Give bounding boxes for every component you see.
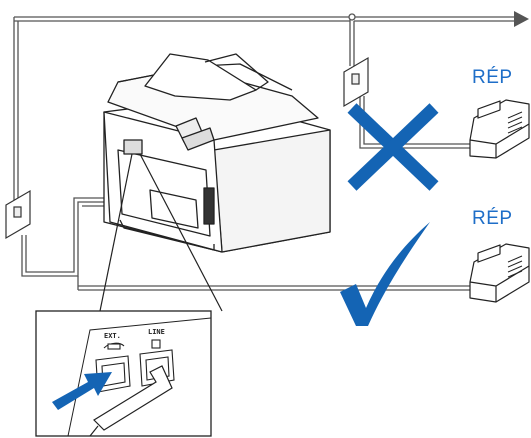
- label-answering-machine-bottom: RÉP: [472, 208, 513, 229]
- check-mark-icon: [340, 222, 430, 326]
- answering-machine-top: [469, 99, 530, 159]
- arrow-right-icon: [52, 372, 112, 410]
- answering-machine-bottom: [469, 243, 530, 303]
- wall-socket-top: [343, 56, 369, 108]
- port-detail-inset: EXT. LINE: [35, 310, 212, 437]
- fax-machine: [103, 53, 331, 253]
- junction-dot: [348, 13, 356, 21]
- cross-mark-icon: [347, 103, 439, 191]
- line-cable: [89, 365, 173, 437]
- ext-port: [95, 342, 131, 393]
- wall-socket-left: [5, 189, 31, 240]
- port-label-ext: EXT.: [104, 332, 121, 340]
- port-label-line: LINE: [148, 328, 165, 336]
- phone-cables: [13, 16, 516, 291]
- label-answering-machine-top: RÉP: [472, 67, 513, 88]
- arrow-right-icon: [514, 11, 529, 27]
- callout-lines: [99, 153, 223, 312]
